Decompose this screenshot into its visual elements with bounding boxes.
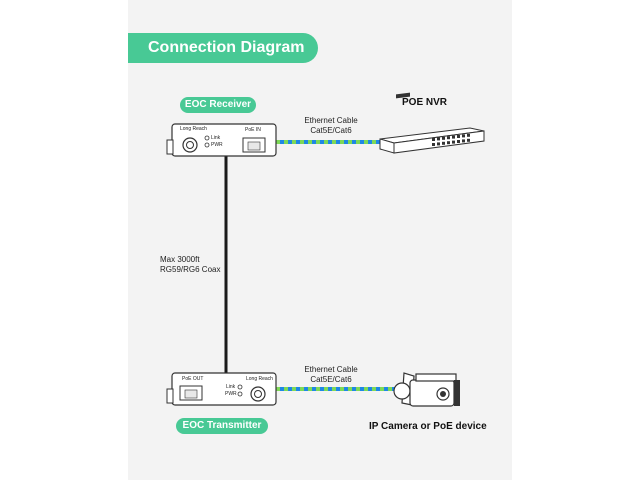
receiver-link-label: Link	[211, 135, 221, 141]
cable-bottom-line2: Cat5E/Cat6	[310, 375, 352, 384]
link-led-icon	[237, 384, 243, 390]
coax-line2: RG59/RG6 Coax	[160, 265, 221, 274]
pwr-led-icon	[204, 142, 210, 148]
eoc-receiver-device	[166, 123, 277, 157]
cable-top-line2: Cat5E/Cat6	[310, 126, 352, 135]
ip-camera-icon	[393, 372, 460, 407]
bnc-port-icon	[250, 386, 266, 402]
link-led-icon	[204, 135, 210, 141]
poe-nvr-icon	[379, 92, 485, 154]
transmitter-link-label: Link	[226, 384, 236, 390]
receiver-poe-in-label: PoE IN	[245, 127, 261, 133]
transmitter-long-reach-label: Long Reach	[246, 376, 273, 382]
cable-bottom-label: Ethernet Cable Cat5E/Cat6	[296, 365, 366, 385]
coax-label: Max 3000ft RG59/RG6 Coax	[160, 255, 224, 275]
diagram-title: Connection Diagram	[128, 33, 318, 63]
pwr-led-icon	[237, 391, 243, 397]
bnc-port-icon	[182, 137, 198, 153]
rj45-port-icon	[179, 385, 203, 401]
transmitter-pwr-label: PWR	[225, 391, 237, 397]
transmitter-poe-out-label: PoE OUT	[182, 376, 204, 382]
coax-line1: Max 3000ft	[160, 255, 200, 264]
eoc-receiver-label: EOC Receiver	[180, 97, 256, 113]
cable-top-label: Ethernet Cable Cat5E/Cat6	[296, 116, 366, 136]
eoc-transmitter-label: EOC Transmitter	[176, 418, 268, 434]
cable-top-line1: Ethernet Cable	[304, 116, 358, 125]
eoc-transmitter-device	[166, 372, 277, 406]
cable-bottom-line1: Ethernet Cable	[304, 365, 358, 374]
poe-nvr-label: POE NVR	[402, 97, 448, 108]
rj45-port-icon	[242, 137, 266, 153]
ip-camera-label: IP Camera or PoE device	[369, 421, 487, 432]
receiver-pwr-label: PWR	[211, 142, 223, 148]
receiver-long-reach-label: Long Reach	[180, 126, 207, 132]
